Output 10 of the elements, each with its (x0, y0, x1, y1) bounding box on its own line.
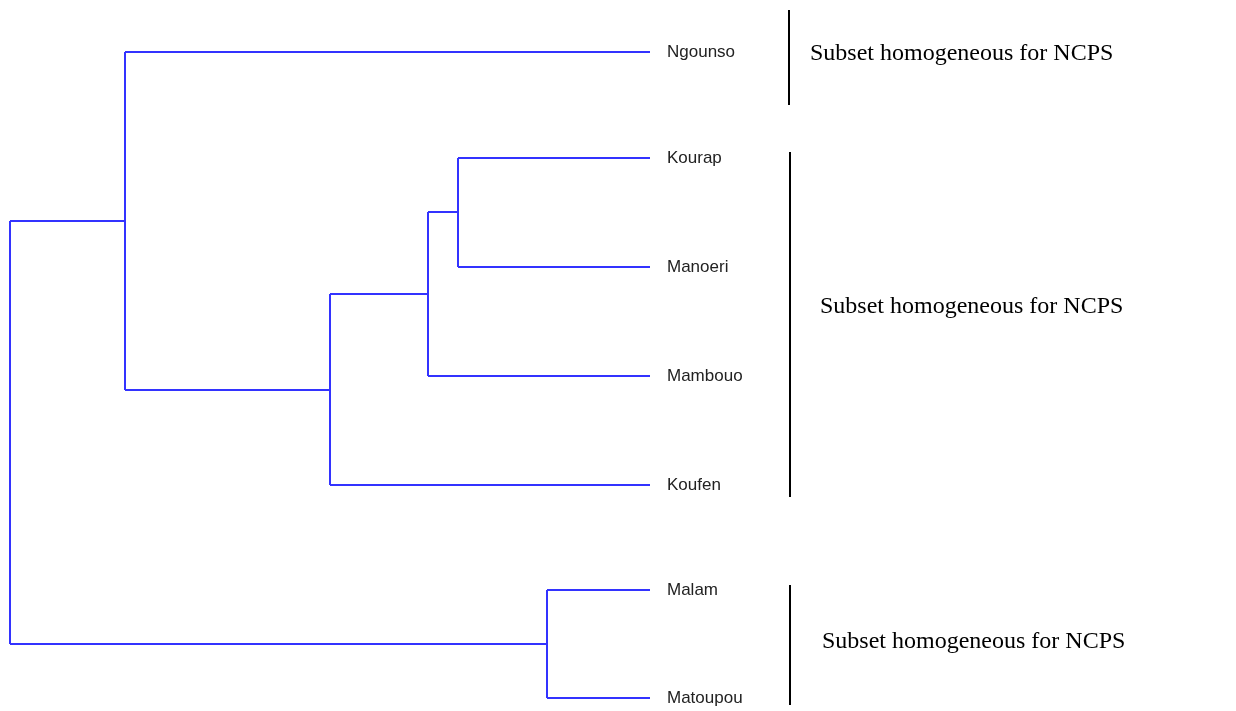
leaf-label: Manoeri (652, 257, 729, 277)
leaf-label: Kourap (652, 148, 722, 168)
leaf-label: Ngounso (652, 42, 736, 62)
leaf-label: Matoupou (652, 688, 743, 708)
subset-label: Subset homogeneous for NCPS (820, 291, 1124, 319)
subset-label: Subset homogeneous for NCPS (810, 38, 1114, 66)
leaf-label: Mambouo (652, 366, 743, 386)
leaf-label: Koufen (652, 475, 721, 495)
leaf-label: Malam (652, 580, 718, 600)
subset-label: Subset homogeneous for NCPS (822, 626, 1126, 654)
